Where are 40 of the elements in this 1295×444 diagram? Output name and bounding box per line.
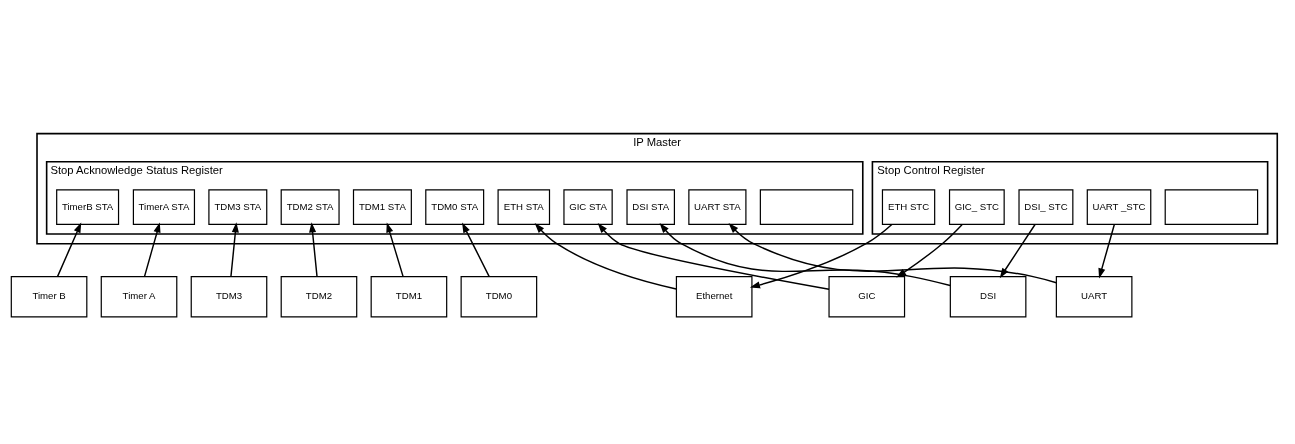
- node-box: GIC_ STC: [948, 189, 1005, 225]
- node-box: [1164, 189, 1259, 225]
- node-box: TDM0 STA: [425, 189, 485, 225]
- arrow: [999, 223, 1036, 279]
- node-box: TimerA STA: [132, 189, 196, 225]
- arrow: [230, 222, 239, 278]
- arrow: [386, 222, 404, 278]
- node-box: TimerB STA: [56, 189, 120, 225]
- node-box: TDM3: [190, 276, 268, 318]
- arrow: [309, 222, 318, 278]
- arrow: [728, 223, 1058, 284]
- node-box: GIC: [828, 276, 906, 318]
- node-box: TDM0: [460, 276, 538, 318]
- node-box: TDM3 STA: [208, 189, 268, 225]
- node-box: UART _STC: [1086, 189, 1152, 225]
- node-box: ETH STA: [497, 189, 551, 225]
- node-box: TDM2: [280, 276, 358, 318]
- node-box: ETH STC: [881, 189, 936, 225]
- node-box: UART: [1055, 276, 1133, 318]
- arrow: [534, 223, 677, 290]
- arrow: [749, 223, 893, 289]
- node-box: GIC STA: [563, 189, 613, 225]
- node-box: TDM2 STA: [280, 189, 340, 225]
- arrow: [597, 223, 830, 290]
- arrow: [56, 222, 82, 278]
- node-box: Ethernet: [675, 276, 753, 318]
- node-box: DSI: [949, 276, 1027, 318]
- node-box: UART STA: [688, 189, 747, 225]
- arrow: [659, 222, 951, 287]
- arrow: [1098, 223, 1116, 279]
- node-box: TDM1 STA: [352, 189, 412, 225]
- node-box: Timer B: [10, 276, 88, 318]
- arrow: [143, 222, 161, 278]
- arrow: [462, 222, 490, 278]
- arrow: [896, 223, 963, 278]
- node-box: [759, 189, 854, 225]
- node-box: Timer A: [100, 276, 178, 318]
- node-box: TDM1: [370, 276, 448, 318]
- node-box: DSI STA: [626, 189, 675, 225]
- node-box: DSI_ STC: [1018, 189, 1074, 225]
